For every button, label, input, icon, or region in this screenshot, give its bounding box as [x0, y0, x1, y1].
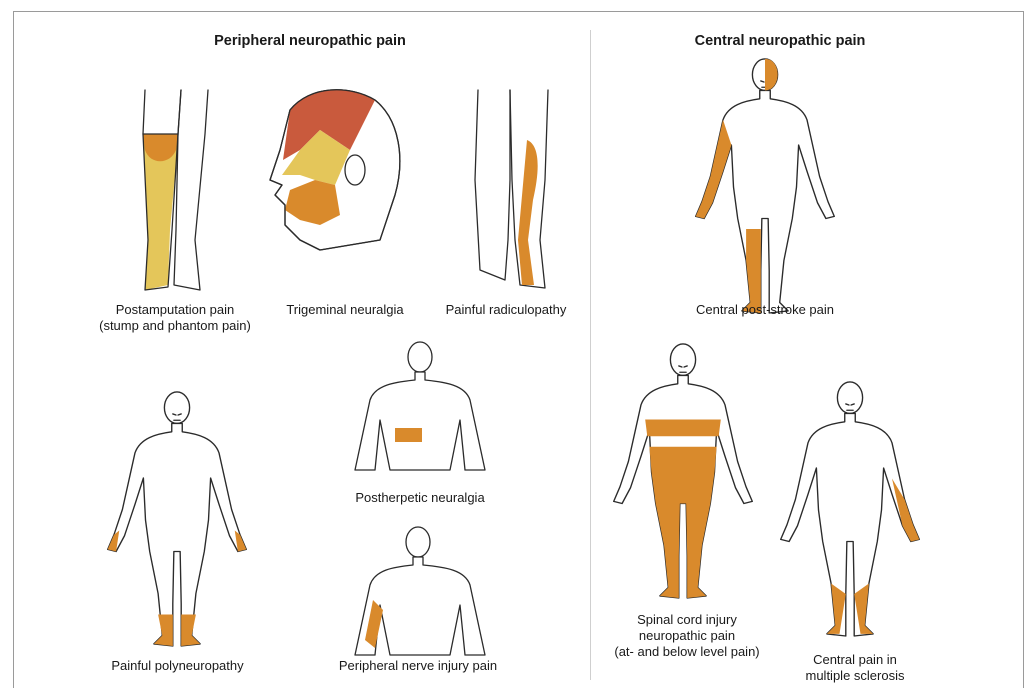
- spinal-cord-illustration: [614, 344, 753, 598]
- caption-ms-line2: multiple sclerosis: [790, 668, 920, 684]
- caption-ms: Central pain in multiple sclerosis: [790, 652, 920, 684]
- caption-spinal-cord: Spinal cord injury neuropathic pain (at-…: [592, 612, 782, 660]
- caption-postamputation-line1: Postamputation pain: [75, 302, 275, 318]
- ms-illustration: [781, 382, 920, 636]
- caption-polyneuropathy: Painful polyneuropathy: [90, 658, 265, 674]
- caption-spinal-cord-line1: Spinal cord injury: [592, 612, 782, 628]
- caption-postamputation: Postamputation pain (stump and phantom p…: [75, 302, 275, 334]
- caption-post-stroke: Central post-stroke pain: [680, 302, 850, 318]
- caption-ms-line1: Central pain in: [790, 652, 920, 668]
- nerve-injury-illustration: [355, 527, 485, 655]
- caption-spinal-cord-line2: neuropathic pain: [592, 628, 782, 644]
- trigeminal-illustration: [270, 90, 400, 250]
- polyneuropathy-illustration: [108, 392, 247, 646]
- postherpetic-illustration: [355, 342, 485, 470]
- caption-nerve-injury: Peripheral nerve injury pain: [318, 658, 518, 674]
- caption-postamputation-line2: (stump and phantom pain): [75, 318, 275, 334]
- caption-trigeminal: Trigeminal neuralgia: [270, 302, 420, 318]
- caption-radiculopathy: Painful radiculopathy: [430, 302, 582, 318]
- caption-spinal-cord-line3: (at- and below level pain): [592, 644, 782, 660]
- post-stroke-illustration: [696, 59, 835, 313]
- postamputation-illustration: [143, 90, 208, 290]
- caption-postherpetic: Postherpetic neuralgia: [335, 490, 505, 506]
- radiculopathy-illustration: [475, 90, 548, 288]
